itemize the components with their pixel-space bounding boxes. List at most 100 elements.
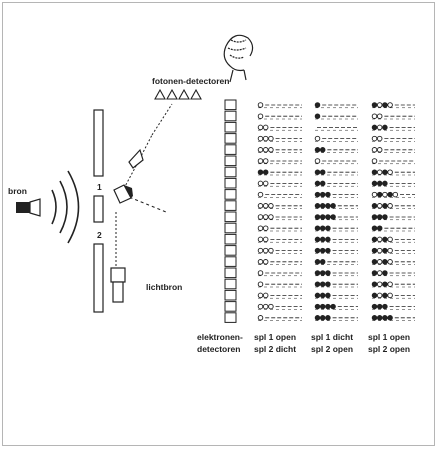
count-dot (330, 203, 336, 209)
count-dot (262, 135, 269, 142)
count-dot (371, 236, 378, 243)
count-dot (376, 247, 383, 254)
count-dot (262, 303, 269, 310)
count-dot (382, 303, 388, 310)
count-dot (319, 259, 326, 265)
count-dot (387, 247, 393, 254)
count-dot (257, 259, 264, 265)
count-dot (319, 203, 326, 209)
electron-detector-box (224, 233, 237, 245)
count-dot (314, 281, 321, 287)
count-dot (257, 191, 264, 198)
count-dot (325, 292, 331, 299)
count-dot (257, 292, 264, 299)
count-dot (268, 303, 274, 310)
electron-detector-box (224, 166, 237, 178)
count-dot (319, 236, 326, 243)
column-caption-line2: spl 2 dicht (254, 344, 296, 354)
count-dot (257, 169, 264, 175)
count-dot (268, 147, 274, 153)
count-dot (376, 124, 383, 131)
count-dot (325, 236, 331, 243)
count-dot (371, 247, 378, 254)
count-dot (319, 147, 326, 153)
count-dot (387, 281, 393, 287)
count-dot (257, 203, 264, 209)
count-dot (257, 102, 264, 108)
electron-detector-box (224, 155, 237, 167)
count-dot (387, 203, 393, 209)
slit-1-label: 1 (97, 182, 102, 192)
count-dot (382, 259, 388, 265)
electron-detector-box (224, 267, 237, 279)
count-dot (314, 225, 321, 231)
count-dot (262, 147, 269, 153)
electron-detector-box (224, 222, 237, 234)
count-dot (330, 214, 336, 220)
count-dot (382, 180, 388, 187)
count-dot (376, 292, 383, 299)
count-dot (319, 225, 326, 231)
count-dot (314, 191, 321, 198)
count-dot (325, 315, 331, 321)
count-dot (268, 247, 274, 254)
light-source-label: lichtbron (146, 282, 182, 292)
count-dot (314, 270, 321, 276)
count-dot (325, 303, 331, 310)
count-dot (262, 180, 269, 187)
observer-head-icon (223, 34, 254, 83)
count-dot (319, 180, 326, 187)
count-dot (314, 180, 321, 187)
count-dot (371, 214, 378, 220)
count-dot (371, 135, 378, 142)
count-dot (376, 315, 383, 321)
count-dot (371, 225, 378, 231)
column-caption-line1: spl 1 dicht (311, 332, 353, 342)
electron-detector-box (224, 200, 237, 211)
light-source (110, 212, 126, 303)
count-dot (382, 124, 388, 131)
count-dot (262, 292, 269, 299)
photon-detectors-label: fotonen-detectoren (152, 76, 229, 86)
count-dot (257, 315, 264, 321)
count-dot (257, 124, 264, 131)
count-dot (382, 191, 388, 198)
count-dot (376, 270, 383, 276)
photon-detector-triangles (154, 88, 202, 100)
count-dot (257, 158, 264, 164)
count-dot (319, 270, 326, 276)
count-dot (257, 303, 264, 310)
count-dot (376, 169, 383, 175)
count-dot (325, 203, 331, 209)
count-dot (382, 214, 388, 220)
count-dot (314, 158, 321, 164)
electron-detector-box (224, 256, 237, 267)
slit-wall (93, 109, 104, 313)
electron-detector-box (224, 189, 237, 200)
count-dot (314, 303, 321, 310)
count-dot (371, 113, 378, 119)
count-dot (268, 214, 274, 220)
count-dot (314, 292, 321, 299)
count-dot (262, 169, 269, 175)
count-dot (371, 158, 378, 164)
count-dot (376, 113, 383, 119)
count-dot (314, 135, 321, 142)
electron-detector-box (224, 278, 237, 290)
count-dot (257, 135, 264, 142)
count-dot (325, 247, 331, 254)
count-dot (319, 247, 326, 254)
column-caption-line2: spl 2 open (368, 344, 410, 354)
count-dot (382, 236, 388, 243)
count-dot (376, 147, 383, 153)
count-dot (325, 281, 331, 287)
count-dot (371, 203, 378, 209)
count-dot (314, 247, 321, 254)
count-dot (314, 147, 321, 153)
count-dot (376, 281, 383, 287)
electron-detector-box (224, 301, 237, 312)
electron-detector-box (224, 312, 237, 323)
count-dot (257, 236, 264, 243)
count-dot (382, 292, 388, 299)
count-dot (325, 214, 331, 220)
